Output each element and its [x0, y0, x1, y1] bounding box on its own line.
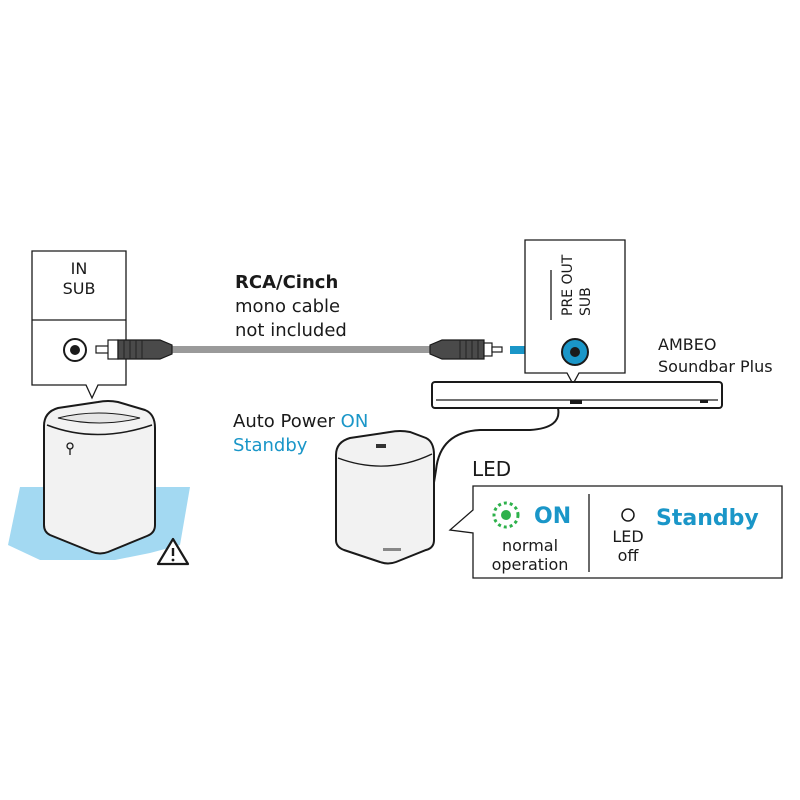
rca-cable	[95, 339, 503, 360]
sub-input-label-sub: SUB	[63, 279, 96, 298]
subwoofer-right	[335, 430, 435, 565]
led-panel: ON normal operation LED off Standby	[448, 485, 783, 579]
sub-input-label-in: IN	[71, 259, 88, 278]
led-on-desc-line2: operation	[492, 555, 569, 574]
led-on-desc-line1: normal	[502, 536, 558, 555]
auto-power-on: ON	[341, 411, 369, 432]
soundbar-port-label-sub: SUB	[578, 287, 594, 316]
led-off-desc-line1: LED	[612, 527, 643, 546]
led-off-desc-line2: off	[618, 546, 640, 565]
soundbar	[431, 381, 723, 409]
led-panel-title: LED	[472, 457, 511, 481]
sub-input-callout: IN SUB	[31, 250, 127, 400]
cable-label-line3: not included	[235, 320, 347, 341]
subwoofer-left	[43, 400, 156, 555]
soundbar-label-line2: Soundbar Plus	[658, 357, 773, 376]
cable-label-line2: mono cable	[235, 296, 340, 317]
led-standby-label: Standby	[656, 506, 759, 531]
led-off-icon	[621, 508, 635, 522]
auto-power-standby: Standby	[233, 435, 308, 456]
soundbar-label-line1: AMBEO	[658, 335, 716, 354]
led-on-icon	[492, 501, 520, 529]
auto-power-prefix: Auto Power	[233, 411, 341, 432]
connection-cable	[431, 407, 560, 496]
soundbar-port-callout: PRE OUT SUB	[524, 239, 626, 386]
led-on-label: ON	[534, 504, 571, 529]
soundbar-port-label-preout: PRE OUT	[560, 254, 576, 316]
cable-label-line1: RCA/Cinch	[235, 272, 338, 293]
warning-triangle-icon	[156, 537, 190, 566]
auto-power-label: Auto Power ON	[233, 411, 368, 432]
